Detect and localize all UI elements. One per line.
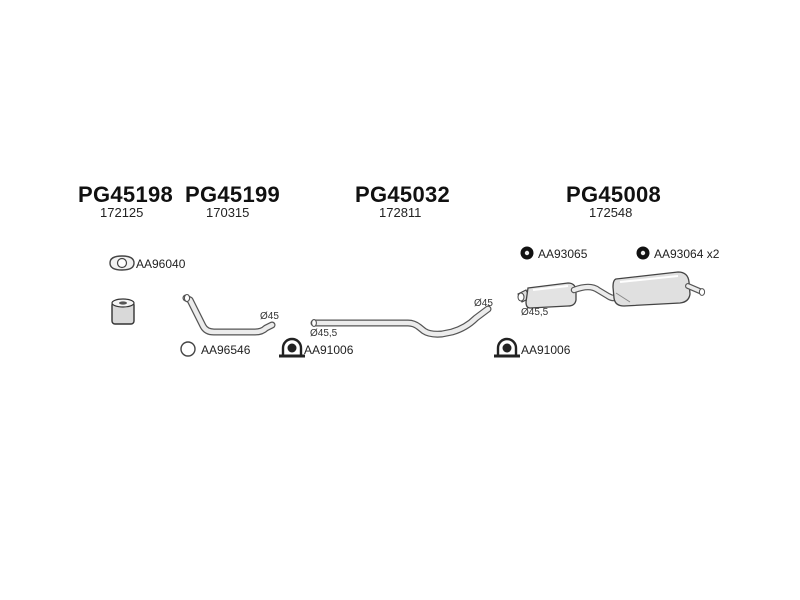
group-code-pg45008: PG45008 — [566, 182, 662, 207]
rubber-mount-icon — [636, 246, 650, 260]
group-ref-172548: 172548 — [589, 205, 633, 220]
rubber-block-icon — [111, 298, 135, 325]
part-label-mount-2: AA93064 x2 — [654, 247, 720, 261]
part-label-ring: AA96546 — [201, 343, 251, 357]
part-label-gasket: AA96040 — [136, 257, 186, 271]
group-ref-172811: 172811 — [379, 205, 422, 220]
group-code-pg45199: PG45199 — [185, 182, 281, 207]
dimension-label: Ø45 — [474, 298, 493, 309]
rear-silencer-icon — [517, 271, 706, 309]
group-code-pg45032: PG45032 — [355, 182, 451, 207]
group-ref-172125: 172125 — [100, 205, 144, 220]
part-label-clamp-2: AA91006 — [521, 343, 571, 357]
clamp-icon — [494, 337, 520, 358]
part-label-clamp-1: AA91006 — [304, 343, 354, 357]
middle-pipe-icon — [310, 305, 492, 338]
group-code-pg45198: PG45198 — [78, 182, 174, 207]
dimension-label: Ø45,5 — [310, 328, 338, 339]
front-pipe-icon — [182, 293, 276, 336]
gasket-icon — [109, 255, 135, 271]
clamp-icon — [279, 337, 305, 358]
dimension-label: Ø45 — [260, 311, 279, 322]
part-label-mount-1: AA93065 — [538, 247, 588, 261]
rubber-mount-icon — [520, 246, 534, 260]
group-ref-170315: 170315 — [206, 205, 250, 220]
dimension-label: Ø45,5 — [521, 307, 549, 318]
ring-icon — [180, 341, 196, 357]
